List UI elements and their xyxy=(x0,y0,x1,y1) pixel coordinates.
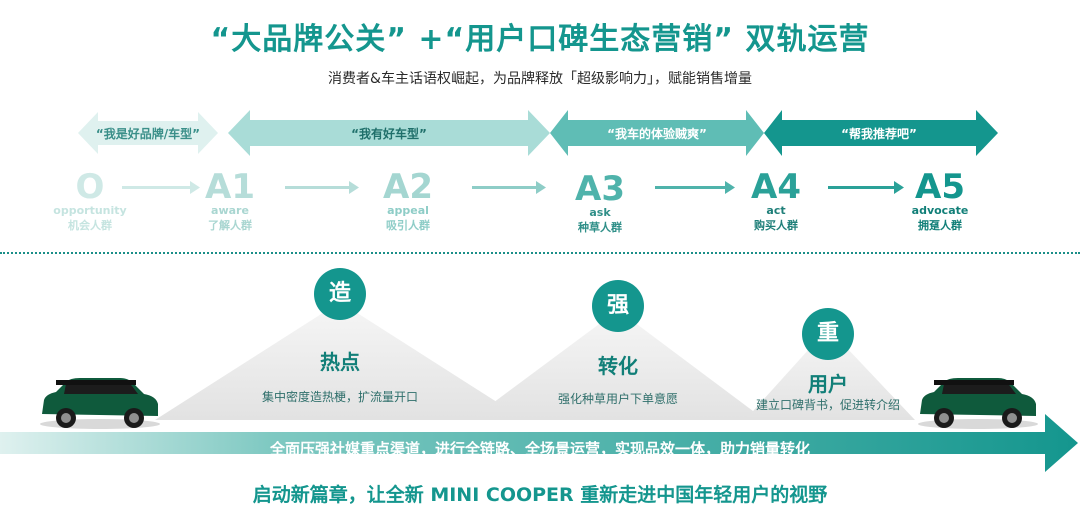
peak-triangle-1 xyxy=(155,302,525,420)
badge-qiang: 强 xyxy=(592,280,644,332)
stage-en: aware xyxy=(211,204,249,217)
band-arrow-4 xyxy=(764,110,998,156)
stage-cn: 种草人群 xyxy=(578,221,622,234)
stage-code: A3 xyxy=(575,169,625,209)
progress-arrow-bar xyxy=(0,414,1078,472)
car-left-icon xyxy=(40,378,160,429)
page-subtitle: 消费者&车主话语权崛起，为品牌释放「超级影响力」，赋能销售增量 xyxy=(328,71,752,87)
band-arrows xyxy=(78,110,998,156)
band-label-1: “我是好品牌/车型” xyxy=(95,127,201,141)
badge-zhong: 重 xyxy=(802,308,854,360)
connector-arrow-1 xyxy=(122,181,200,194)
stage-code: A1 xyxy=(205,167,255,207)
stage-cn: 机会人群 xyxy=(68,219,112,232)
stage-code: A5 xyxy=(915,167,965,207)
stage-a2: A2 appeal 吸引人群 xyxy=(358,170,458,233)
band-label-4: “帮我推荐吧” xyxy=(841,127,917,141)
stage-connectors xyxy=(122,181,904,194)
stage-cn: 拥趸人群 xyxy=(918,219,962,232)
page-title: “大品牌公关” +“用户口碑生态营销” 双轨运营 xyxy=(210,22,870,57)
stage-en: advocate xyxy=(911,204,969,217)
band-label-3: “我车的体验贼爽” xyxy=(607,127,707,141)
stage-a1: A1 aware 了解人群 xyxy=(180,170,280,233)
stage-o: O opportunity 机会人群 xyxy=(40,170,140,233)
connector-arrow-3 xyxy=(472,181,546,194)
band-arrow-3 xyxy=(550,110,764,156)
peak-triangle-3 xyxy=(745,328,915,420)
stage-a3: A3 ask 种草人群 xyxy=(550,172,650,235)
peak-title-3: 用户 xyxy=(808,372,848,396)
stage-a4: A4 act 购买人群 xyxy=(726,170,826,233)
stage-code: A2 xyxy=(383,167,433,207)
stage-cn: 了解人群 xyxy=(208,219,252,232)
stage-en: act xyxy=(766,204,786,217)
stage-en: appeal xyxy=(387,204,429,217)
stage-code: A4 xyxy=(751,167,801,207)
bar-text: 全面压强社媒重点渠道，进行全链路、全场景运营，实现品效一体，助力销量转化 xyxy=(269,440,810,458)
band-arrow-2 xyxy=(228,110,550,156)
stage-en: ask xyxy=(589,206,611,219)
stage-cn: 吸引人群 xyxy=(386,219,430,232)
connector-arrow-2 xyxy=(285,181,359,194)
peak-title-1: 热点 xyxy=(320,350,360,374)
badge-zao: 造 xyxy=(314,268,366,320)
band-label-2: “我有好车型” xyxy=(351,127,427,141)
stage-cn: 购买人群 xyxy=(754,219,798,232)
stage-a5: A5 advocate 拥趸人群 xyxy=(890,170,990,233)
peak-desc-1: 集中密度造热梗，扩流量开口 xyxy=(261,390,418,404)
peak-title-2: 转化 xyxy=(598,354,638,378)
connector-arrow-5 xyxy=(828,181,904,194)
peak-triangle-2 xyxy=(470,310,765,420)
bottom-slogan: 启动新篇章，让全新 MINI COOPER 重新走进中国年轻用户的视野 xyxy=(252,484,828,506)
connector-arrow-4 xyxy=(655,181,735,194)
peak-triangles xyxy=(155,302,915,420)
car-right-icon xyxy=(918,378,1038,429)
dotted-divider xyxy=(0,252,1080,254)
peak-desc-2: 强化种草用户下单意愿 xyxy=(557,392,678,406)
peak-desc-3: 建立口碑背书，促进转介绍 xyxy=(755,398,900,412)
band-arrow-1 xyxy=(78,112,218,154)
stage-en: opportunity xyxy=(53,204,127,217)
stage-code: O xyxy=(75,167,105,207)
